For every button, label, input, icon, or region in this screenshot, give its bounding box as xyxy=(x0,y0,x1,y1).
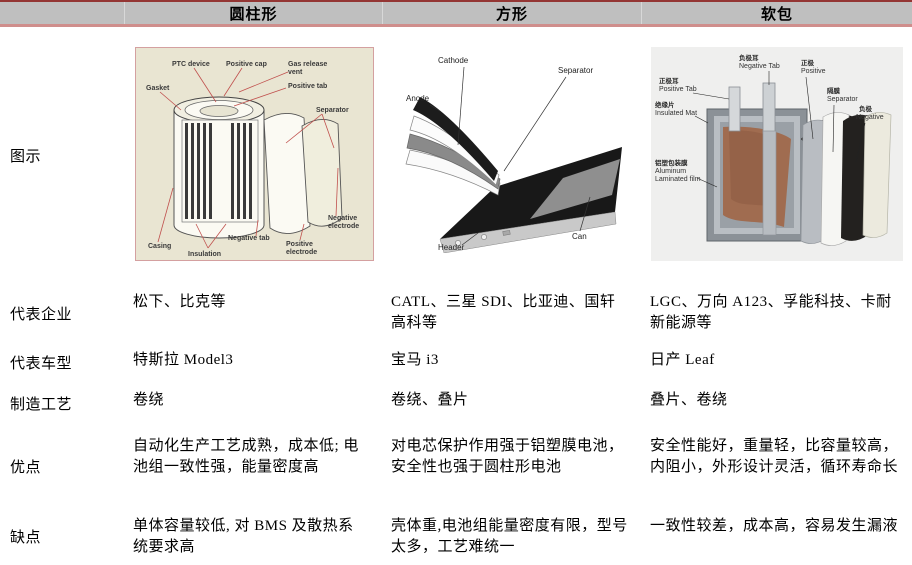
cell-diagram-pouch: 负极耳 Negative Tab 正极耳 Positive Tab 绝缘片 In… xyxy=(642,27,912,283)
label-positive-cap: Positive cap xyxy=(226,61,267,68)
cell-pros-cylindrical: 自动化生产工艺成熟，成本低; 电池组一致性强，能量密度高 xyxy=(133,438,359,475)
label-negative-electrode: Negative xyxy=(328,215,357,222)
pouch-battery-diagram: 负极耳 Negative Tab 正极耳 Positive Tab 绝缘片 In… xyxy=(651,47,903,261)
row-label-pros: 优点 xyxy=(10,460,42,476)
label-insulated-mat-en: Insulated Mat xyxy=(655,110,697,117)
cell-pros-prismatic: 对电芯保护作用强于铝塑膜电池，安全性也强于圆柱形电池 xyxy=(391,438,624,475)
cell-cons-prismatic: 壳体重,电池组能量密度有限，型号太多，工艺难统一 xyxy=(391,518,628,555)
label-insulation: Insulation xyxy=(188,251,221,258)
label-insulated-mat-cn: 绝缘片 xyxy=(655,100,675,109)
cell-companies-prismatic: CATL、三星 SDI、比亚迪、国轩高科等 xyxy=(391,294,616,331)
table-header-row: 圆柱形 方形 软包 xyxy=(0,0,912,27)
label-gas-release-vent: Gas release xyxy=(288,61,327,68)
cell-cons-pouch: 一致性较差，成本高，容易发生漏液 xyxy=(650,518,899,534)
label-ptc-device: PTC device xyxy=(172,61,210,68)
cell-process-cylindrical: 卷绕 xyxy=(133,392,165,408)
label-header: Header xyxy=(438,243,465,252)
label-negative-electrode-2: electrode xyxy=(328,223,359,230)
cell-process-prismatic: 卷绕、叠片 xyxy=(391,392,469,408)
label-negative-tab-cn: 负极耳 xyxy=(739,53,759,62)
cell-pros-pouch: 安全性能好，重量轻，比容量较高，内阻小，外形设计灵活，循环寿命长 xyxy=(650,438,899,475)
prismatic-battery-diagram: Cathode Separator Anode Can Header xyxy=(399,47,626,253)
cell-companies-pouch: LGC、万向 A123、孚能科技、卡耐新能源等 xyxy=(650,294,892,331)
row-companies: 代表企业 松下、比克等 CATL、三星 SDI、比亚迪、国轩高科等 LGC、万向… xyxy=(0,283,912,343)
label-negative-en: Negative xyxy=(856,114,884,121)
label-negative-tab-en: Negative Tab xyxy=(739,63,780,70)
row-cons: 缺点 单体容量较低, 对 BMS 及散热系统要求高 壳体重,电池组能量密度有限，… xyxy=(0,508,912,565)
label-gasket: Gasket xyxy=(146,85,170,92)
row-pros: 优点 自动化生产工艺成熟，成本低; 电池组一致性强，能量密度高 对电芯保护作用强… xyxy=(0,425,912,508)
label-aluminum-film-cn: 铝塑包装膜 xyxy=(655,158,688,167)
label-anode: Anode xyxy=(406,94,430,103)
label-gas-release-vent-2: vent xyxy=(288,69,303,76)
label-positive-cn: 正极 xyxy=(801,58,815,67)
cell-companies-cylindrical: 松下、比克等 xyxy=(133,294,227,310)
cell-cons-cylindrical: 单体容量较低, 对 BMS 及散热系统要求高 xyxy=(133,518,354,555)
cell-process-pouch: 叠片、卷绕 xyxy=(650,392,728,408)
label-negative-cn: 负极 xyxy=(859,104,873,113)
label-cathode: Cathode xyxy=(438,56,469,65)
header-empty-cell xyxy=(0,2,125,24)
row-label-models: 代表车型 xyxy=(10,356,73,372)
header-pouch: 软包 xyxy=(760,6,793,23)
header-prismatic: 方形 xyxy=(383,2,642,24)
row-diagram: 图示 xyxy=(0,27,912,283)
row-label-cons: 缺点 xyxy=(10,530,42,546)
cell-diagram-prismatic: Cathode Separator Anode Can Header xyxy=(383,27,642,283)
row-process: 制造工艺 卷绕 卷绕、叠片 叠片、卷绕 xyxy=(0,382,912,425)
row-label-process: 制造工艺 xyxy=(10,397,73,413)
label-positive-en: Positive xyxy=(801,68,826,75)
label-separator: Separator xyxy=(316,107,349,114)
cell-models-cylindrical: 特斯拉 Model3 xyxy=(133,352,234,368)
label-positive-electrode-2: electrode xyxy=(286,249,317,256)
label-separator-en: Separator xyxy=(827,96,858,103)
label-aluminum-film-en1: Aluminum xyxy=(655,168,686,175)
label-positive-tab-en: Positive Tab xyxy=(659,86,697,93)
row-models: 代表车型 特斯拉 Model3 宝马 i3 日产 Leaf xyxy=(0,343,912,382)
header-cylindrical: 圆柱形 xyxy=(125,2,383,24)
cell-models-pouch: 日产 Leaf xyxy=(650,352,715,368)
label-negative-tab: Negative tab xyxy=(228,235,270,242)
row-label-diagram: 图示 xyxy=(10,148,42,165)
cylindrical-battery-diagram: PTC device Positive cap Gas release vent… xyxy=(134,47,374,261)
label-separator-cn: 隔膜 xyxy=(827,86,841,95)
cell-models-prismatic: 宝马 i3 xyxy=(391,352,439,368)
label-positive-tab: Positive tab xyxy=(288,83,327,90)
label-casing: Casing xyxy=(148,243,171,250)
label-positive-tab-cn: 正极耳 xyxy=(659,76,679,85)
label-can: Can xyxy=(572,232,587,241)
cell-diagram-cylindrical: PTC device Positive cap Gas release vent… xyxy=(125,27,383,283)
label-aluminum-film-en2: Laminated film xyxy=(655,176,701,183)
label-separator: Separator xyxy=(558,66,593,75)
row-label-companies: 代表企业 xyxy=(10,306,73,323)
label-positive-electrode: Positive xyxy=(286,241,313,248)
